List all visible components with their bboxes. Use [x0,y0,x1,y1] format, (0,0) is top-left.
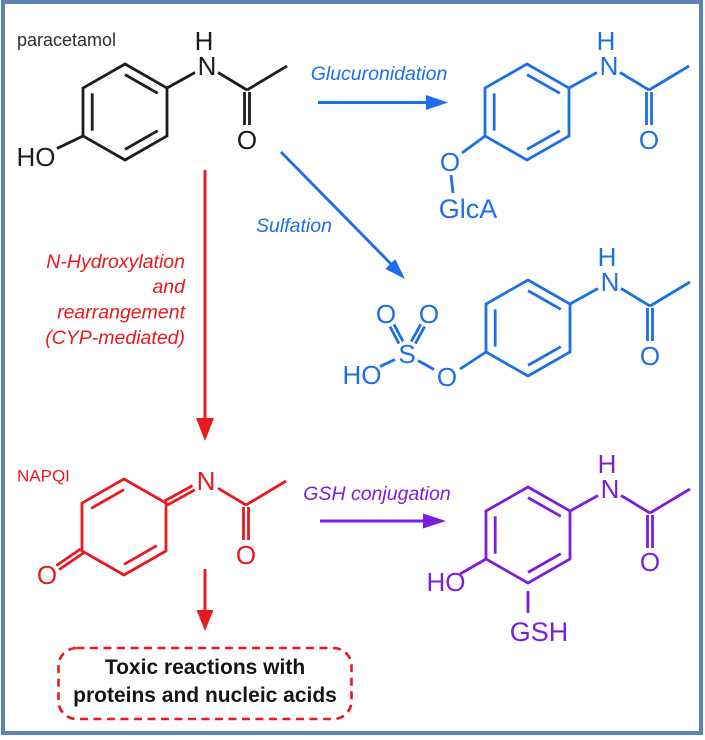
paracetamol-name-label: paracetamol [17,30,116,50]
n-hydroxylation-arrow: N-Hydroxylation and rearrangement (CYP-m… [45,170,214,441]
sulfation-label: Sulfation [256,215,332,237]
atom-label-ho: HO [343,360,382,390]
benzene-ring [483,62,571,162]
atom-label-o-carbonyl: O [640,341,660,371]
paracetamol-gsh-conjugate-structure: H N O HO GSH [427,449,691,647]
atom-label-o-acetyl: O [236,540,256,570]
sulfation-arrow: Sulfation [256,150,405,279]
paracetamol-sulfate-structure: H N O O S HO O O [343,242,691,392]
atom-label-h: H [597,26,616,56]
napqi-structure: NAPQI N O O [17,466,287,590]
n-hydroxylation-label-line2: and [152,276,186,298]
toxic-arrow [196,569,214,631]
atom-label-h: H [598,449,617,479]
benzene-ring [484,485,572,585]
gsh-conjugation-label: GSH conjugation [303,483,450,505]
atom-label-o-ring: O [37,560,57,590]
atom-label-o: O [640,547,660,577]
n-hydroxylation-label-line1: N-Hydroxylation [46,251,185,273]
atom-label-o-right: O [419,299,439,329]
atom-label-o-ether: O [437,362,457,392]
atom-label-n: N [198,51,217,81]
arrowhead [426,95,448,110]
n-hydroxylation-label-line3: rearrangement [57,302,186,324]
glucuronidation-label: Glucuronidation [311,63,448,85]
arrowhead [385,259,405,279]
atom-label-h: H [598,242,617,272]
paracetamol-glucuronide-structure: H N O O GlcA [439,26,690,224]
atom-label-o-ether: O [440,147,460,177]
atom-label-glca: GlcA [439,194,498,224]
atom-label-h: H [195,26,214,56]
arrowhead [423,513,446,529]
toxic-box-line1: Toxic reactions with [105,656,305,679]
benzene-ring [81,62,169,162]
glucuronidation-arrow: Glucuronidation [311,63,448,110]
atom-label-n: N [600,51,619,81]
atom-label-n: N [601,474,620,504]
atom-label-ho: HO [17,142,56,172]
atom-label-n: N [601,267,620,297]
atom-label-o: O [237,125,257,155]
arrowhead [196,610,214,631]
toxic-reactions-box: Toxic reactions with proteins and nuclei… [57,646,353,721]
atom-label-o: O [639,125,659,155]
atom-label-ho: HO [427,567,466,597]
atom-label-s: S [398,339,415,369]
atom-label-o-left: O [376,299,396,329]
toxic-box-line2: proteins and nucleic acids [73,684,337,707]
napqi-name-label: NAPQI [17,467,70,486]
n-hydroxylation-label-line4: (CYP-mediated) [45,327,185,349]
atom-label-n: N [197,466,216,496]
arrowhead [196,418,214,441]
gsh-conjugation-arrow: GSH conjugation [303,483,451,529]
quinone-ring [80,477,168,577]
dashed-border [57,646,353,721]
atom-label-gsh: GSH [510,617,569,647]
paracetamol-structure: paracetamol HO H N O [17,26,288,172]
benzene-ring [484,278,572,378]
